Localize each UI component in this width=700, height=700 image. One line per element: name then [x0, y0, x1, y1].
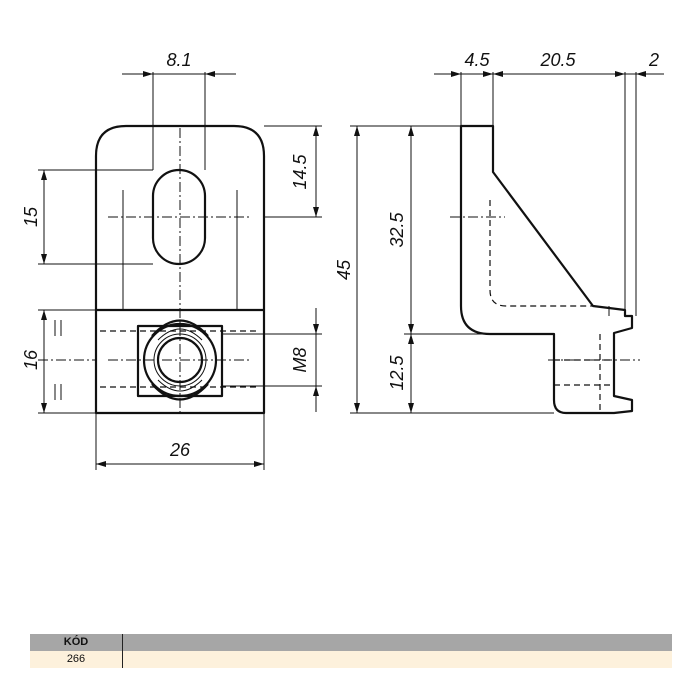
dim-width: 26: [169, 440, 191, 460]
technical-drawing: 8.1 14.5 15 16 M8: [21, 50, 664, 470]
dim-plate-thickness: 4.5: [464, 50, 490, 70]
code-table-header: KÓD: [30, 634, 672, 651]
front-view-threaded-hole: [142, 322, 218, 398]
dim-upper-height: 32.5: [387, 212, 407, 248]
side-view: [450, 124, 640, 415]
dim-lip: 2: [648, 50, 659, 70]
front-view-slot: [151, 168, 207, 266]
code-table: KÓD 266: [30, 634, 672, 668]
dim-top-offset: 14.5: [290, 154, 310, 190]
code-value: 266: [30, 651, 123, 668]
dim-total-height: 45: [334, 259, 354, 280]
code-header-label: KÓD: [30, 634, 123, 651]
dim-slot-width: 8.1: [166, 50, 191, 70]
code-table-row: 266: [30, 651, 672, 668]
dim-lower-height: 12.5: [387, 355, 407, 391]
front-view-outline: [94, 124, 266, 415]
dim-nut-height: 16: [21, 349, 41, 370]
front-view: [94, 124, 266, 415]
side-view-profile: [459, 124, 634, 415]
dim-slot-length: 15: [21, 206, 41, 227]
dim-thread: M8: [290, 347, 310, 372]
side-view-dimensions: 4.5 20.5 2 45 32.5 12.5: [334, 50, 664, 414]
dim-foot-depth: 20.5: [539, 50, 576, 70]
front-view-dimensions: 8.1 14.5 15 16 M8: [21, 50, 322, 470]
